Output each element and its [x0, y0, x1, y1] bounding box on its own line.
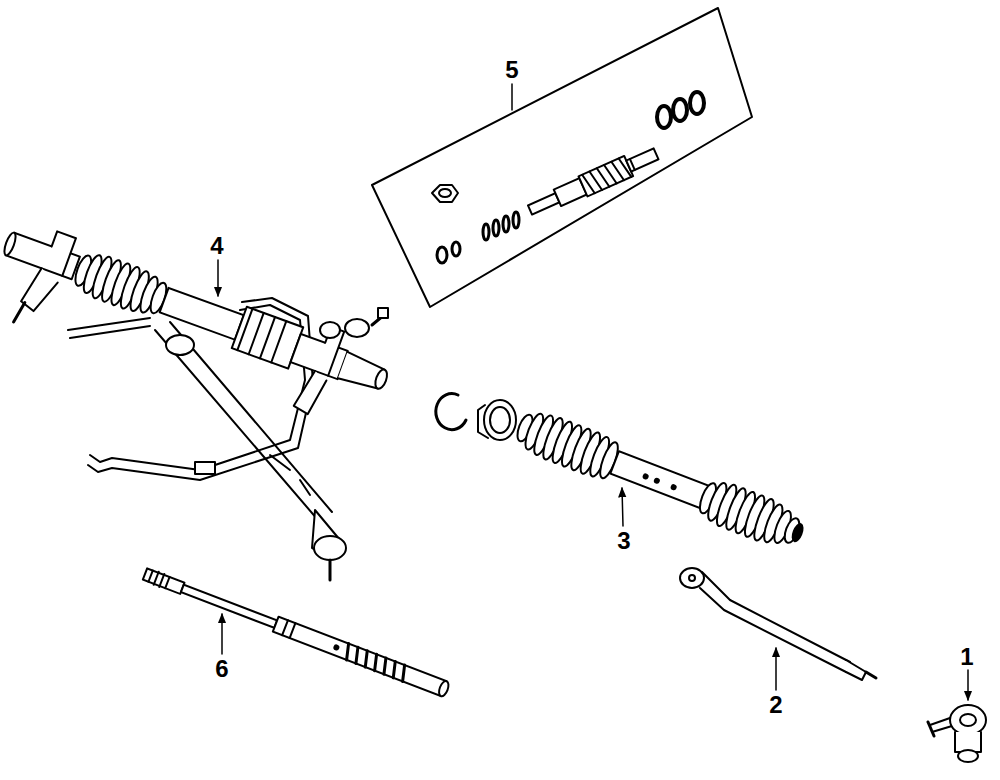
- callout-number: 5: [504, 58, 519, 82]
- callout-number: 2: [768, 693, 783, 717]
- callout-number: 3: [616, 529, 631, 553]
- callout-number: 4: [209, 234, 224, 258]
- tie-rod-end: [928, 705, 986, 762]
- rack-with-boots: [512, 405, 810, 554]
- kit-box: [372, 8, 752, 307]
- leader-lines: [218, 84, 968, 700]
- callout-number: 6: [214, 657, 229, 681]
- circlip-and-seal: [436, 394, 516, 440]
- tie-rod: [680, 568, 876, 680]
- rack-shaft: [142, 567, 450, 698]
- rack-housing: [0, 213, 397, 580]
- callout-number: 1: [959, 645, 974, 669]
